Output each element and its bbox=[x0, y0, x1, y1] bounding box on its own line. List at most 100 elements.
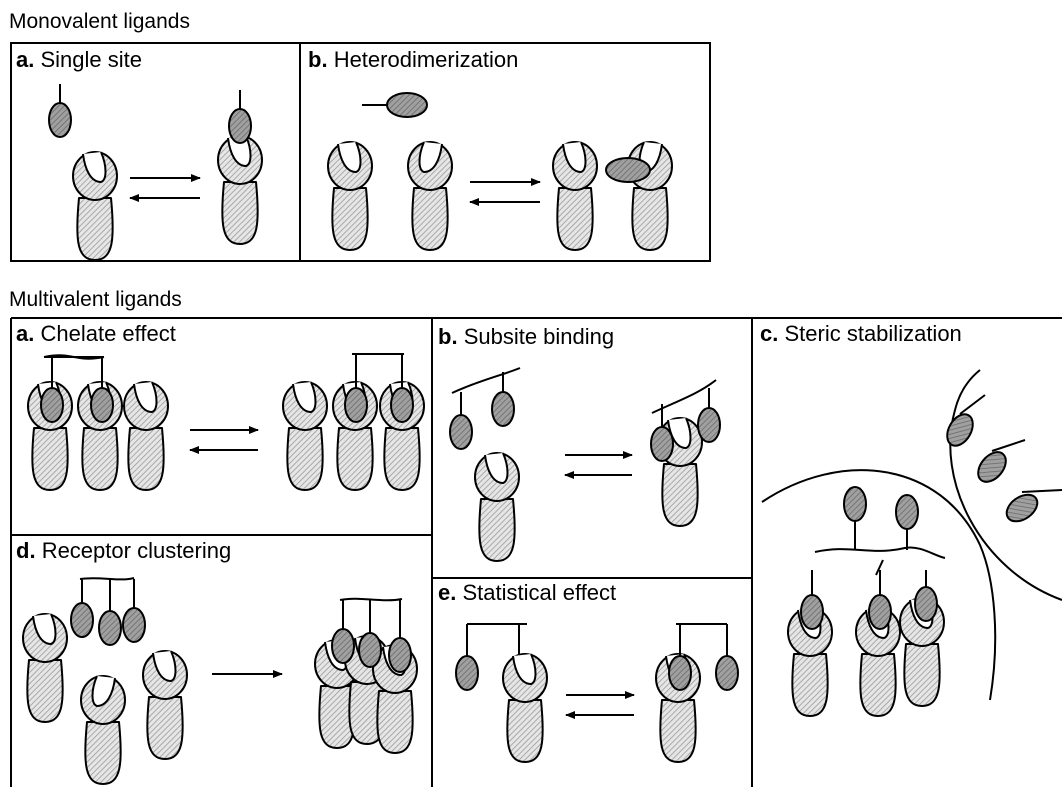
receptor-stem bbox=[411, 187, 449, 251]
receptor-stem bbox=[221, 181, 259, 245]
receptor-stem bbox=[26, 659, 64, 723]
ligand-ellipse bbox=[895, 494, 919, 530]
panel-label: Statistical effect bbox=[462, 580, 617, 605]
ligand bbox=[868, 570, 892, 630]
ligand bbox=[895, 494, 919, 550]
ligand-ellipse bbox=[946, 413, 974, 447]
panel-title-multi-b: b. Subsite binding bbox=[438, 325, 614, 349]
binding-pocket bbox=[418, 141, 443, 173]
receptor-stem bbox=[376, 690, 414, 754]
binding-pocket bbox=[562, 141, 587, 173]
equilibrium-arrows bbox=[565, 691, 635, 719]
ligand-ellipse bbox=[358, 632, 382, 668]
equilibrium-arrows bbox=[189, 426, 259, 454]
scaffold-line bbox=[651, 379, 717, 414]
panel-label: Single site bbox=[40, 47, 142, 72]
receptor bbox=[502, 653, 548, 763]
receptor bbox=[80, 675, 126, 785]
scaffold-line bbox=[875, 559, 884, 576]
panel-letter: a. bbox=[16, 47, 35, 72]
binding-pocket bbox=[292, 381, 317, 413]
section-title-monovalent: Monovalent ligands bbox=[9, 10, 190, 33]
receptor-stem bbox=[556, 187, 594, 251]
ligand-ellipse bbox=[868, 594, 892, 630]
binding-pocket bbox=[32, 613, 57, 645]
section-title-multivalent: Multivalent ligands bbox=[9, 288, 182, 311]
receptor bbox=[217, 135, 263, 245]
receptor bbox=[474, 452, 520, 562]
ligand-ellipse bbox=[715, 655, 739, 691]
ligand-ellipse bbox=[843, 486, 867, 522]
receptor bbox=[552, 141, 598, 251]
panel-title-mono-b: b. Heterodimerization bbox=[308, 48, 518, 72]
ligand-ellipse bbox=[98, 610, 122, 646]
receptor-stem bbox=[76, 197, 114, 261]
ligand-ellipse bbox=[800, 594, 824, 630]
binding-pocket bbox=[337, 141, 362, 173]
cell-membrane bbox=[949, 369, 1062, 601]
panel-title-multi-c: c. Steric stabilization bbox=[760, 322, 962, 346]
receptor-stem bbox=[31, 427, 69, 491]
receptor bbox=[22, 613, 68, 723]
panel-letter: e. bbox=[438, 580, 457, 605]
ligand-ellipse bbox=[605, 157, 651, 183]
ligand-ellipse bbox=[491, 391, 515, 427]
ligand bbox=[715, 624, 739, 691]
binding-pocket bbox=[484, 452, 509, 484]
ligand bbox=[122, 579, 146, 643]
receptor-stem bbox=[661, 463, 699, 527]
binding-pocket bbox=[152, 650, 177, 682]
receptor-stem bbox=[146, 696, 184, 760]
scaffold-line bbox=[451, 367, 521, 394]
ligand bbox=[455, 624, 479, 691]
scaffold-line bbox=[339, 597, 403, 602]
receptor bbox=[123, 381, 169, 491]
ligand-tether bbox=[1021, 489, 1062, 493]
receptor-stem bbox=[859, 653, 897, 717]
ligand bbox=[228, 90, 252, 144]
ligand bbox=[358, 600, 382, 668]
ligand bbox=[390, 354, 414, 423]
receptor-stem bbox=[127, 427, 165, 491]
receptor-stem bbox=[286, 427, 324, 491]
ligand bbox=[449, 392, 473, 450]
ligand-tether bbox=[959, 394, 986, 415]
receptor-stem bbox=[81, 427, 119, 491]
receptor-stem bbox=[478, 498, 516, 562]
ligand bbox=[843, 486, 867, 550]
equilibrium-arrows bbox=[469, 178, 541, 206]
binding-pocket bbox=[82, 151, 107, 183]
ligand-ellipse bbox=[390, 387, 414, 423]
receptor-stem bbox=[659, 699, 697, 763]
ligand bbox=[98, 579, 122, 646]
receptor-stem bbox=[336, 427, 374, 491]
ligand bbox=[1005, 489, 1062, 523]
ligand-ellipse bbox=[1005, 493, 1039, 523]
ligand-ellipse bbox=[344, 387, 368, 423]
panel-title-multi-d: d. Receptor clustering bbox=[16, 539, 231, 563]
ligand bbox=[491, 372, 515, 427]
ligand bbox=[70, 579, 94, 638]
ligand-ellipse bbox=[48, 102, 72, 138]
receptor bbox=[142, 650, 188, 760]
ligand bbox=[90, 357, 114, 423]
panel-title-multi-e: e. Statistical effect bbox=[438, 581, 616, 605]
receptor-stem bbox=[903, 643, 941, 707]
ligand bbox=[914, 570, 938, 622]
panel-label: Receptor clustering bbox=[41, 538, 232, 563]
ligand-ellipse bbox=[40, 387, 64, 423]
ligand-ellipse bbox=[388, 637, 412, 673]
panel-label: Steric stabilization bbox=[784, 321, 962, 346]
receptor-stem bbox=[331, 187, 369, 251]
ligand bbox=[40, 357, 64, 423]
panel-letter: b. bbox=[438, 324, 458, 349]
receptor bbox=[407, 141, 453, 251]
panel-letter: a. bbox=[16, 321, 35, 346]
ligand-tether bbox=[991, 439, 1026, 452]
ligand bbox=[331, 600, 355, 664]
panel-letter: c. bbox=[760, 321, 779, 346]
ligand-ellipse bbox=[914, 586, 938, 622]
receptor-stem bbox=[84, 721, 122, 785]
panel-label: Subsite binding bbox=[463, 324, 615, 349]
ligand-ellipse bbox=[331, 628, 355, 664]
